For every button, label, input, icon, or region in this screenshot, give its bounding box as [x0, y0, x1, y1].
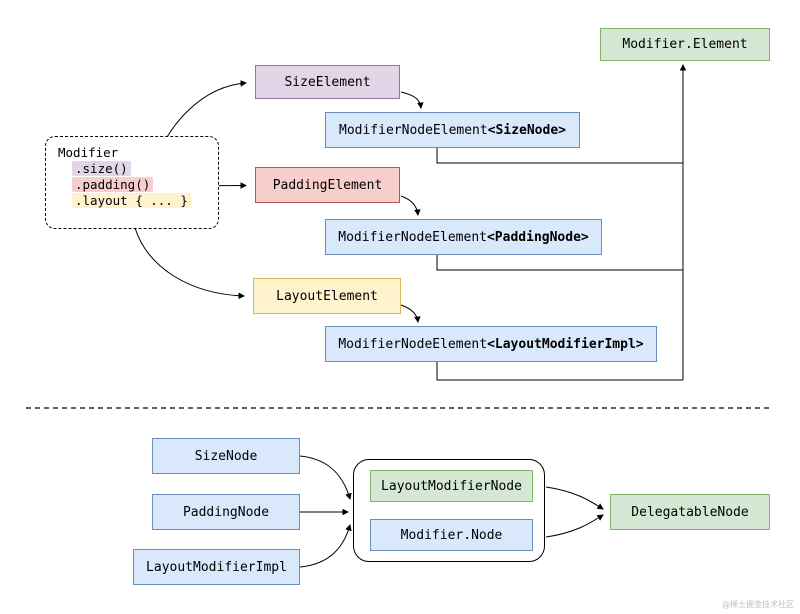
- code-line-modifier: Modifier: [58, 145, 218, 161]
- node-label-prefix: ModifierNodeElement: [338, 229, 487, 245]
- code-text-padding: .padding(): [72, 177, 154, 192]
- node-label-prefix: ModifierNodeElement: [339, 122, 488, 138]
- node-label: LayoutModifierImpl: [146, 559, 287, 575]
- code-line-size: .size(): [58, 161, 218, 177]
- node-modifier-element: Modifier.Element: [600, 28, 770, 61]
- node-label: DelegatableNode: [631, 504, 749, 520]
- node-label-prefix: ModifierNodeElement: [338, 336, 488, 352]
- code-text-size: .size(): [72, 161, 131, 176]
- node-label-param: <PaddingNode>: [486, 229, 589, 245]
- node-label: SizeElement: [284, 74, 371, 90]
- node-label: LayoutElement: [276, 288, 378, 304]
- node-size-node: SizeNode: [152, 438, 300, 474]
- node-label-param: <SizeNode>: [487, 122, 566, 138]
- node-label: SizeNode: [194, 448, 258, 464]
- watermark: @稀土掘金技术社区: [722, 600, 794, 609]
- node-delegatable-node: DelegatableNode: [610, 494, 770, 530]
- node-modifiernodeelement-layoutmodifierimpl: ModifierNodeElement<LayoutModifierImpl>: [325, 326, 657, 362]
- code-line-layout: .layout { ... }: [58, 193, 218, 209]
- node-layout-element: LayoutElement: [253, 278, 401, 314]
- node-size-element: SizeElement: [255, 65, 400, 99]
- node-layout-modifier-node: LayoutModifierNode: [370, 470, 533, 502]
- node-label: LayoutModifierNode: [381, 478, 522, 494]
- code-text: Modifier: [58, 145, 119, 160]
- node-modifiernodeelement-paddingnode: ModifierNodeElement<PaddingNode>: [325, 219, 602, 255]
- node-modifier-node: Modifier.Node: [370, 519, 533, 551]
- node-label: Modifier.Node: [400, 527, 503, 543]
- node-label: PaddingElement: [272, 177, 383, 193]
- node-padding-element: PaddingElement: [255, 167, 400, 203]
- node-layout-modifier-impl: LayoutModifierImpl: [133, 549, 300, 585]
- code-text-layout: .layout { ... }: [72, 193, 191, 208]
- node-label-param: <LayoutModifierImpl>: [487, 336, 644, 352]
- code-line-padding: .padding(): [58, 177, 218, 193]
- node-label: PaddingNode: [182, 504, 270, 520]
- node-label: Modifier.Element: [622, 37, 748, 52]
- node-padding-node: PaddingNode: [152, 494, 300, 530]
- node-modifiernodeelement-sizenode: ModifierNodeElement<SizeNode>: [325, 112, 580, 148]
- modifier-code-block: Modifier .size() .padding() .layout { ..…: [45, 136, 219, 229]
